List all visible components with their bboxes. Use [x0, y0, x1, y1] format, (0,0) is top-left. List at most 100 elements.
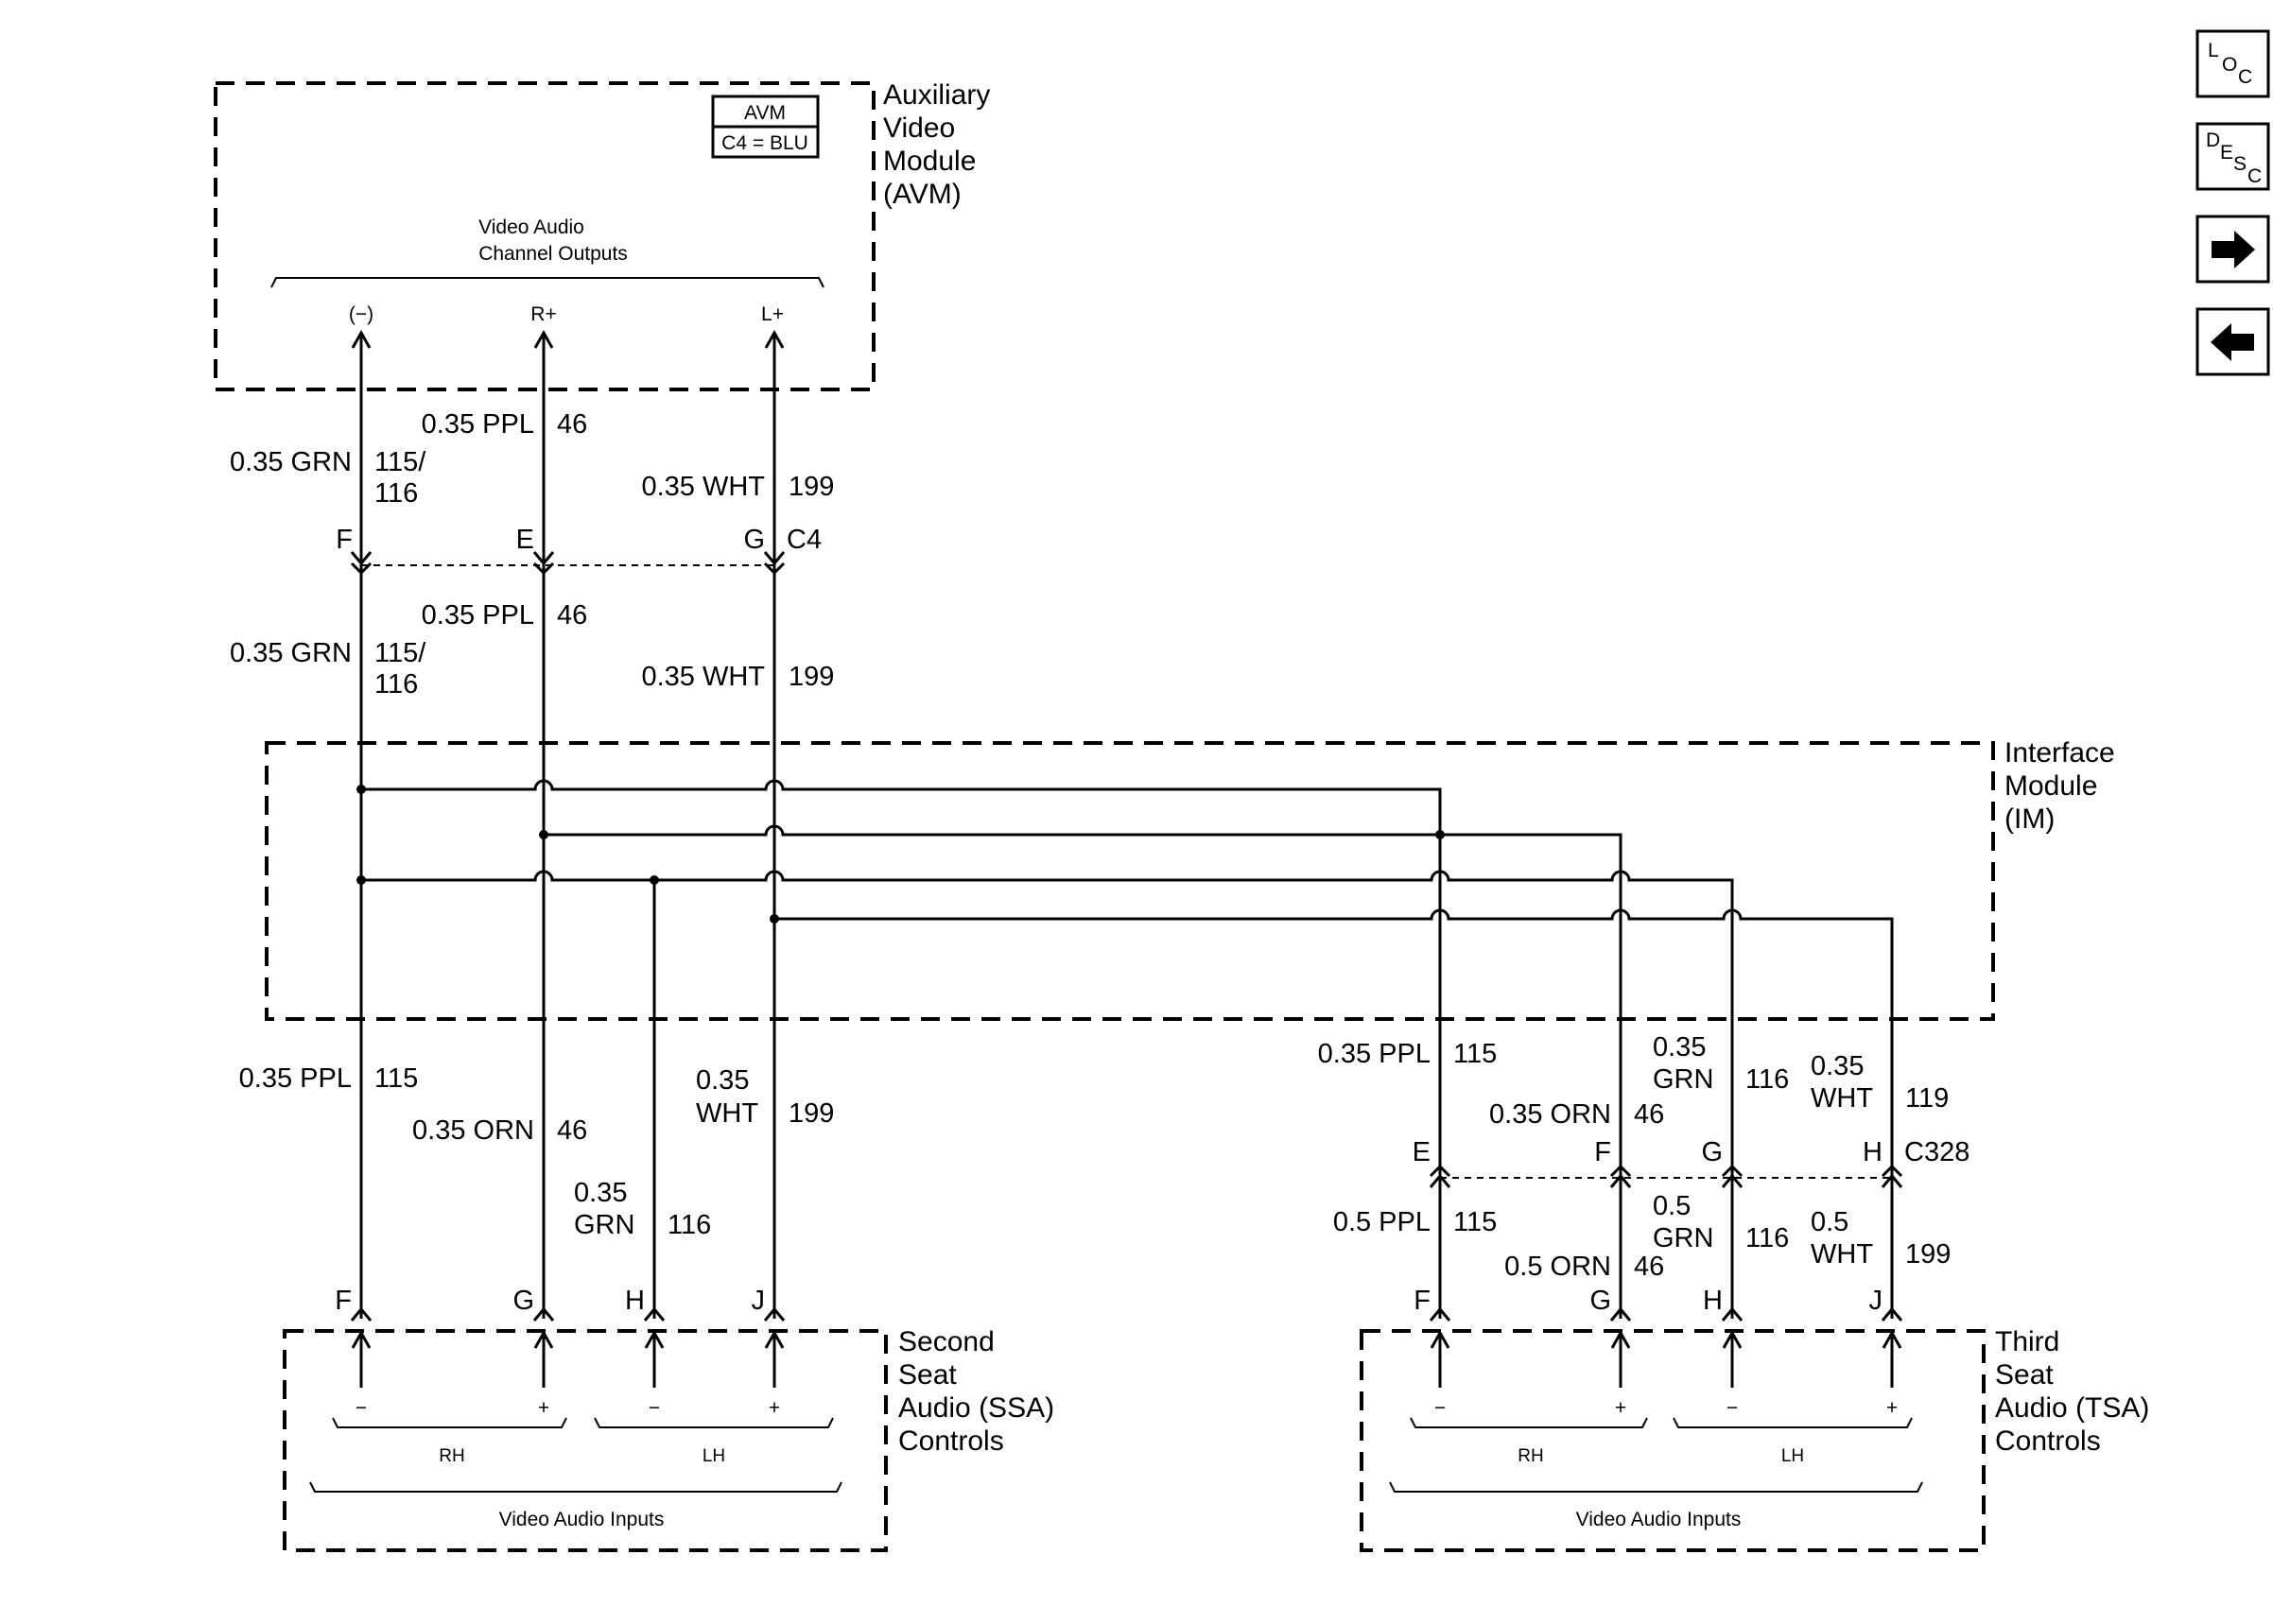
desc-icon-letter: D: [2206, 130, 2220, 151]
c4-pin-label: F: [336, 525, 353, 555]
splice-dot: [650, 875, 659, 885]
c4-pin-label: G: [743, 525, 765, 555]
tsa-name-line: Audio (TSA): [1995, 1392, 2149, 1424]
tsa-input-arrow: [1722, 1329, 1743, 1349]
ssa-pin-symbol: [532, 1306, 555, 1322]
wire-circuit-label: 115: [1453, 1207, 1497, 1237]
c328-pin-symbol: [1721, 1164, 1744, 1188]
wire-color-label: GRN: [1653, 1223, 1713, 1253]
arrow-right-icon: [2212, 231, 2255, 268]
avm-pin-label: (−): [349, 303, 373, 325]
next-button[interactable]: [2195, 215, 2270, 284]
wire-circuit-label: 115: [1453, 1039, 1497, 1069]
prev-button[interactable]: [2195, 307, 2270, 376]
desc-icon-letter: C: [2247, 165, 2262, 187]
wire-circuit-label: 115/: [374, 447, 426, 477]
wire-color-label: 0.35 PPL: [422, 409, 534, 440]
tsa-pin-symbol: [1429, 1306, 1451, 1322]
avm-name-line: Module: [883, 146, 976, 177]
splice-dot: [770, 914, 779, 924]
ssa-inputs-brace: [309, 1481, 842, 1493]
splice-dot: [356, 785, 366, 794]
wire-color-label: 0.35 GRN: [230, 638, 352, 668]
wire-color-label: 0.35 ORN: [1489, 1099, 1611, 1130]
c4-connector-name: C4: [787, 525, 822, 555]
avm-group-label: Video Audio: [478, 216, 584, 238]
wire-color-label: WHT: [1811, 1239, 1873, 1270]
wire-color-label: 0.35 PPL: [1318, 1039, 1431, 1069]
wire-circuit-label: 46: [557, 600, 587, 631]
tsa-input-arrow: [1610, 1329, 1631, 1349]
c328-pin-label: E: [1413, 1137, 1431, 1167]
im-name-line: Module: [2004, 770, 2097, 802]
splice-dot: [1435, 830, 1445, 839]
avm-pin-arrow: [533, 329, 554, 349]
wire-color-label: GRN: [574, 1210, 634, 1240]
im-name-line: Interface: [2004, 737, 2115, 769]
loc-icon: L O C: [2208, 40, 2252, 88]
avm-tag-bottom: C4 = BLU: [721, 132, 808, 154]
wire-circuit-label: 199: [789, 1098, 834, 1129]
c328-pin-symbol: [1429, 1164, 1451, 1188]
loc-button[interactable]: L O C: [2195, 29, 2270, 98]
arrow-left-icon: [2211, 323, 2254, 361]
c328-pin-label: H: [1863, 1137, 1883, 1167]
wire-circuit-label: 199: [789, 472, 834, 502]
wire-circuit-label: 116: [668, 1210, 711, 1240]
im-name-line: (IM): [2004, 803, 2055, 835]
c328-pin-symbol: [1609, 1164, 1632, 1188]
ssa-module-box: [283, 1329, 888, 1552]
nav-buttons: L O C D E S C: [2195, 29, 2270, 376]
loc-icon-letter: O: [2222, 54, 2237, 76]
wires-ssa: 0.35 PPL 115 0.35 ORN 46 0.35 GRN 116 0.…: [239, 1063, 834, 1388]
avm-pin-arrow: [351, 329, 372, 349]
desc-button[interactable]: D E S C: [2195, 122, 2270, 191]
im-bus-line: [774, 908, 1894, 1021]
desc-icon: D E S C: [2206, 130, 2262, 187]
tsa-pin-label: H: [1703, 1286, 1723, 1316]
ssa-pin-label: J: [752, 1286, 766, 1316]
tsa-lh-brace: [1673, 1417, 1913, 1428]
interface-module: Interface Module (IM): [265, 737, 2115, 1021]
tsa-pin-polarity: −: [1434, 1397, 1446, 1419]
ssa-pin-label: G: [512, 1286, 534, 1316]
wire-circuit-label: 46: [1634, 1252, 1664, 1282]
tsa-input-arrow: [1882, 1329, 1902, 1349]
tsa-pin-polarity: −: [1726, 1397, 1738, 1419]
ssa-pin-symbol: [763, 1306, 786, 1322]
avm-tag-top: AVM: [744, 102, 786, 124]
ssa-rh-brace: [332, 1417, 567, 1428]
im-internal-bus: [356, 779, 1894, 1319]
ssa-pin-label: F: [335, 1286, 352, 1316]
ssa-group-label: LH: [703, 1446, 725, 1466]
avm-pin-label: R+: [530, 303, 556, 325]
avm-pin-arrow: [764, 329, 785, 349]
wire-color-label: 0.35 GRN: [230, 447, 352, 477]
splice-dot: [356, 875, 366, 885]
ssa-pin-polarity: −: [356, 1397, 367, 1419]
tsa-pin-label: J: [1869, 1286, 1883, 1316]
c328-pin-symbol: [1881, 1164, 1903, 1188]
wire-circuit-label: 115/: [374, 638, 426, 668]
wire-color-label: 0.35 PPL: [422, 600, 534, 631]
tsa-pin-polarity: +: [1615, 1397, 1626, 1419]
wire-color-label: 0.35 WHT: [641, 472, 765, 502]
ssa-pin-symbol: [643, 1306, 666, 1322]
tsa-pin-symbol: [1609, 1306, 1632, 1322]
c328-pin-label: G: [1701, 1137, 1723, 1167]
ssa-input-arrow: [764, 1329, 785, 1349]
wire-circuit-label: 116: [1745, 1223, 1789, 1253]
ssa-lh-brace: [594, 1417, 834, 1428]
wire-circuit-label: 46: [1634, 1099, 1664, 1130]
ssa-name-line: Second: [898, 1326, 995, 1357]
wire-color-label: 0.35 WHT: [641, 662, 765, 692]
ssa-pin-label: H: [625, 1286, 645, 1316]
loc-icon-letter: L: [2208, 40, 2219, 61]
tsa-pin-symbol: [1881, 1306, 1903, 1322]
c328-connector-name: C328: [1904, 1137, 1969, 1167]
tsa-pin-polarity: +: [1886, 1397, 1898, 1419]
wire-color-label: 0.35 PPL: [239, 1063, 352, 1094]
wire-color-label: 0.35: [1653, 1032, 1706, 1063]
tsa-name-line: Controls: [1995, 1425, 2101, 1457]
ssa-inputs-label: Video Audio Inputs: [499, 1509, 665, 1530]
